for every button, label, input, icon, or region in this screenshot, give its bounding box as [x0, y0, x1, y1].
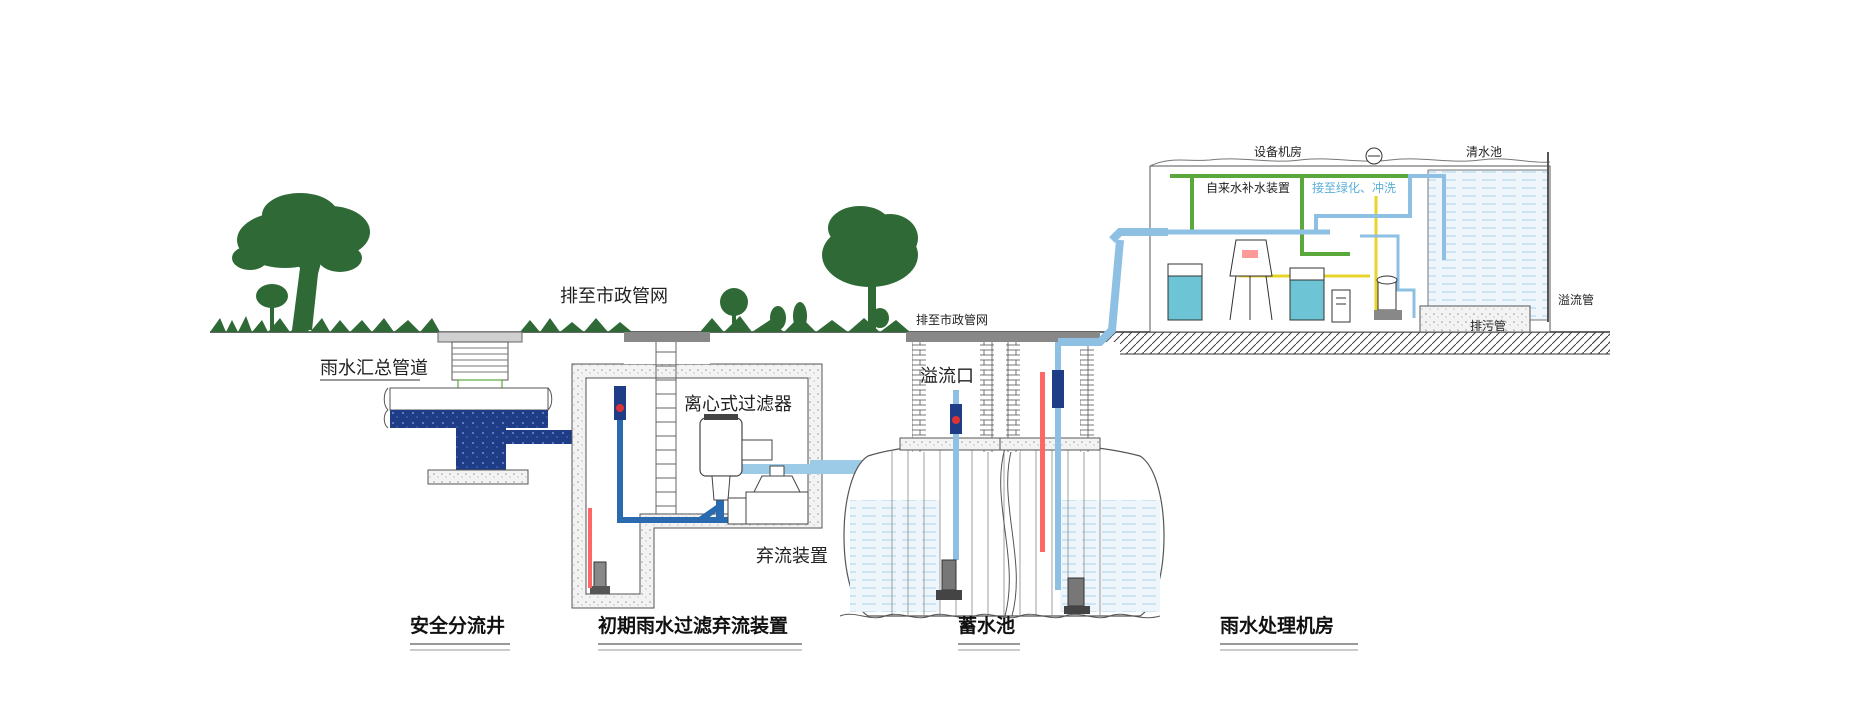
room-pipes: [1109, 174, 1446, 320]
tree-icon: [720, 288, 889, 330]
svg-text:初期雨水过滤弃流装置: 初期雨水过滤弃流装置: [598, 614, 788, 637]
to-municipal-label-1: 排至市政管网: [560, 286, 668, 307]
room-base: [1419, 305, 1531, 333]
ventilator-icon: [1365, 147, 1383, 165]
filter-tank-right: [1289, 267, 1325, 321]
section-storage-tank: 蓄水池: [958, 614, 1020, 651]
to-municipal-label-2: 排至市政管网: [916, 312, 988, 327]
centrifugal-filter-label: 离心式过滤器: [684, 394, 792, 415]
tree-icon: [256, 284, 288, 330]
diversion-device: [727, 465, 809, 525]
pump-icon: [1064, 577, 1090, 614]
section-safety-diversion-well: 安全分流井: [410, 614, 510, 651]
tree-icon: [822, 206, 918, 330]
ladder-icon: [655, 342, 677, 514]
control-cabinet: [1331, 289, 1351, 323]
main-pipe-label: 雨水汇总管道: [320, 358, 428, 379]
to-green-flush-label: 接至绿化、冲洗: [1312, 180, 1396, 195]
sewage-pipe-label: 排污管: [1470, 318, 1506, 333]
pump-icon: [590, 561, 610, 594]
section-rainwater-treatment-room: 雨水处理机房: [1220, 614, 1358, 651]
pump-icon: [1374, 275, 1402, 320]
centrifugal-filter: [699, 414, 773, 501]
overflow-level-tube: [588, 508, 592, 588]
storage-tank: [839, 332, 1165, 619]
clear-water-tank-label: 清水池: [1466, 145, 1502, 159]
disinfection-column: [1229, 239, 1273, 321]
svg-text:雨水处理机房: 雨水处理机房: [1220, 614, 1334, 637]
pump-icon: [936, 559, 962, 600]
initial-rain-filter-pit: [571, 332, 823, 609]
tree-icon: [232, 193, 370, 330]
tap-water-supplement-label: 自来水补水装置: [1206, 181, 1290, 195]
overflow-pipe-label: 溢流管: [1558, 292, 1594, 307]
svg-text:蓄水池: 蓄水池: [958, 614, 1015, 637]
valve-icon: [950, 404, 962, 434]
svg-text:安全分流井: 安全分流井: [410, 614, 505, 637]
filter-tank-left: [1167, 263, 1203, 321]
valve-icon: [614, 386, 626, 420]
filter-pipes: [617, 392, 870, 523]
equipment-room-label: 设备机房: [1254, 144, 1302, 159]
section-initial-rain-filter: 初期雨水过滤弃流装置: [598, 614, 802, 651]
valve-icon: [1052, 370, 1064, 408]
overflow-outlet-label: 溢流口: [920, 366, 974, 387]
diversion-device-label: 弃流装置: [756, 546, 828, 567]
